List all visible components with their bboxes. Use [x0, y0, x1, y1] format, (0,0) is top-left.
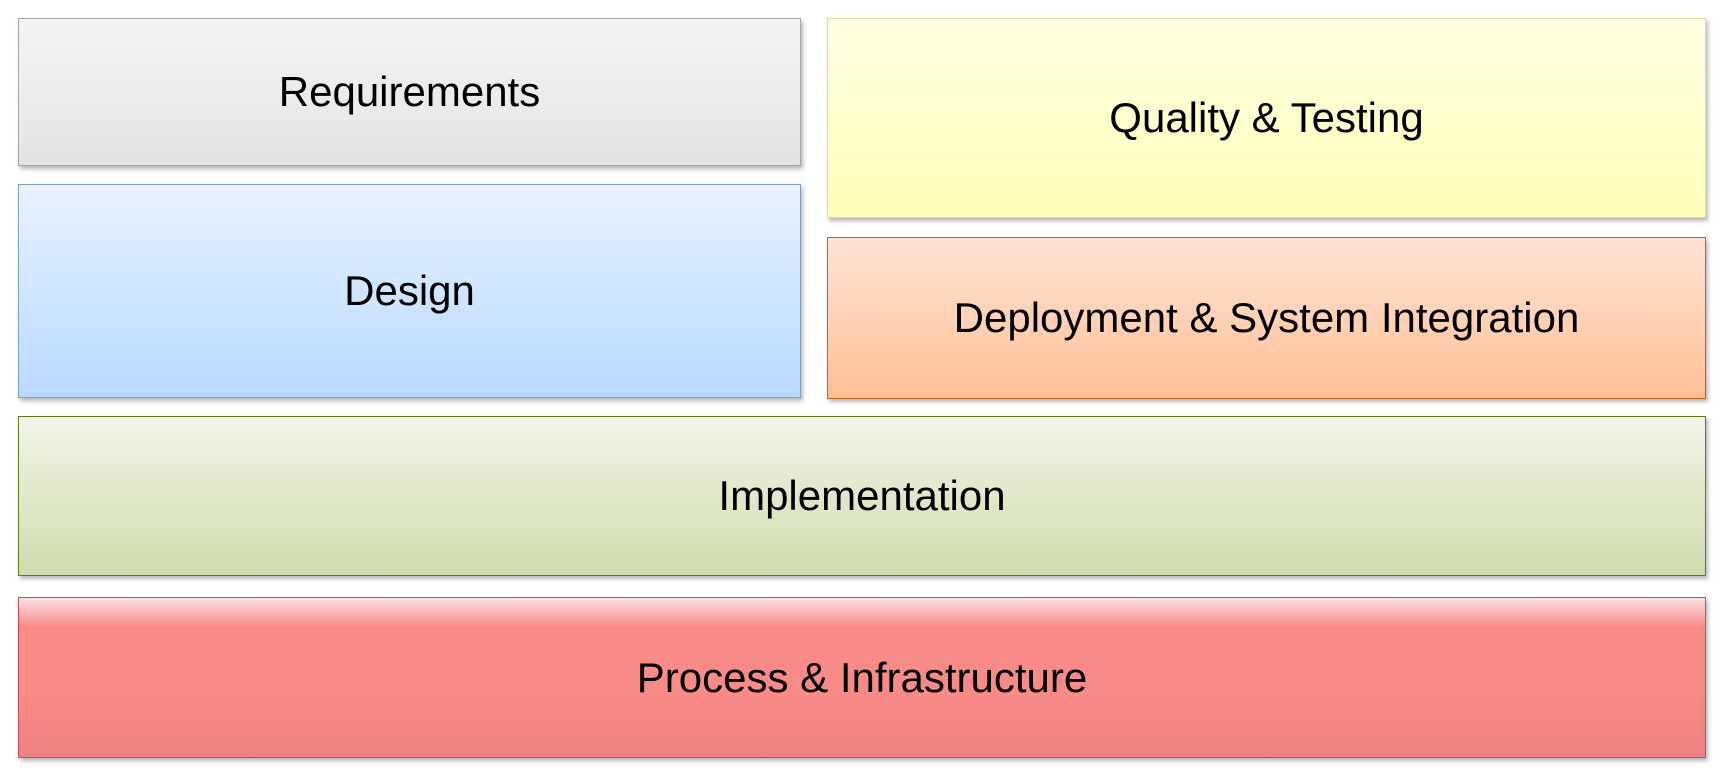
- process-infrastructure-label: Process & Infrastructure: [636, 653, 1088, 701]
- requirements-block: Requirements: [18, 18, 801, 166]
- design-block: Design: [18, 184, 801, 398]
- process-infrastructure-block: Process & Infrastructure: [18, 597, 1706, 758]
- design-label: Design: [344, 267, 475, 314]
- implementation-label: Implementation: [718, 472, 1006, 519]
- requirements-label: Requirements: [278, 68, 541, 115]
- implementation-block: Implementation: [18, 416, 1706, 576]
- quality-testing-block: Quality & Testing: [827, 18, 1706, 218]
- quality-testing-label: Quality & Testing: [1109, 94, 1424, 141]
- deployment-integration-block: Deployment & System Integration: [827, 237, 1706, 399]
- deployment-integration-label: Deployment & System Integration: [953, 294, 1580, 341]
